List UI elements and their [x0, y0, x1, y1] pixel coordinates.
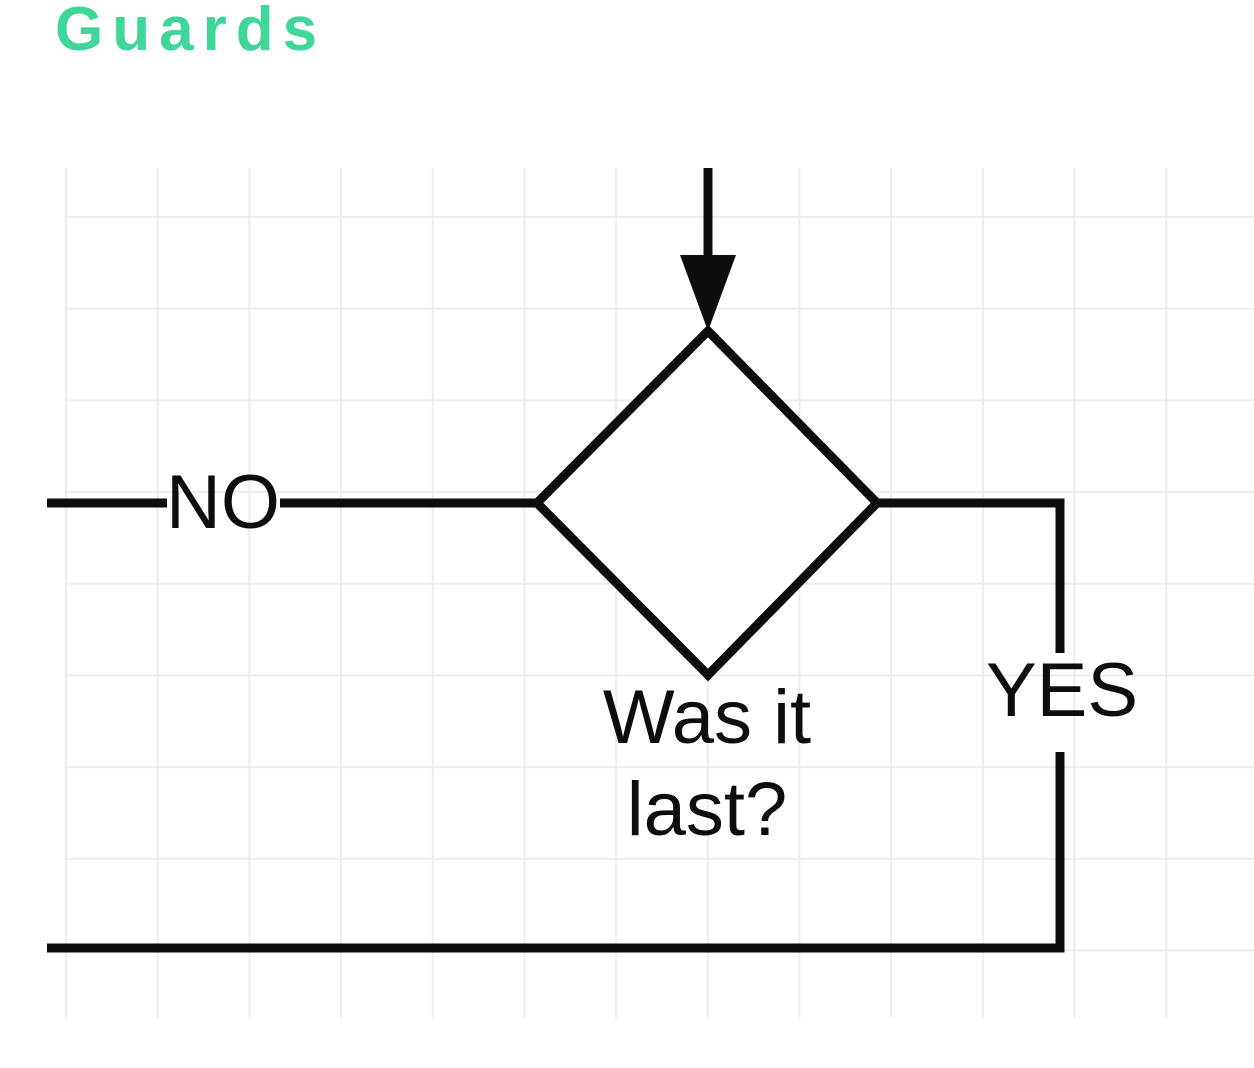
edge-label-no: NO [166, 460, 280, 545]
page-title: Guards [55, 0, 327, 64]
decision-node-label-line2: last? [626, 767, 788, 852]
arrowhead-icon [680, 255, 736, 331]
decision-diamond-node [530, 324, 884, 682]
edge-label-yes: YES [985, 648, 1139, 733]
yes-edge-line-lower [47, 752, 1065, 953]
decision-node-label-line1: Was it [602, 675, 812, 760]
decision-node-label: Was it last? [603, 672, 811, 856]
yes-edge-line-upper [874, 498, 1065, 653]
